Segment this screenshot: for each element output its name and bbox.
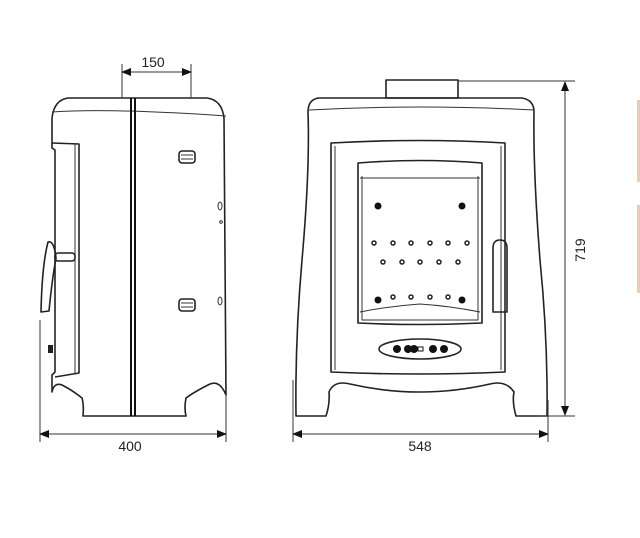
side-top-edge <box>51 110 227 117</box>
control-knobs[interactable] <box>393 345 448 353</box>
air-holes <box>374 202 466 304</box>
control-panel[interactable] <box>378 338 462 360</box>
side-view: 150 400 <box>39 54 227 454</box>
vent-grille-lower <box>178 298 196 312</box>
height-label: 719 <box>572 238 588 262</box>
depth-label: 400 <box>118 438 142 454</box>
flue-width-label: 150 <box>141 54 165 70</box>
width-label: 548 <box>408 438 432 454</box>
front-view: 548 719 <box>292 79 588 454</box>
side-port <box>217 201 223 211</box>
side-body-outline <box>51 97 227 417</box>
edge-accent <box>637 100 640 293</box>
vent-grille-upper <box>178 150 196 164</box>
door-handle-icon <box>40 241 57 313</box>
side-latch-icon <box>48 345 53 353</box>
flue-collar <box>385 79 459 99</box>
door-frame <box>330 139 506 375</box>
small-air-holes <box>371 240 470 300</box>
side-door-profile <box>51 142 80 378</box>
door-handle-front <box>492 239 508 313</box>
front-body-outline <box>295 97 548 417</box>
handle-stem <box>54 252 76 262</box>
glass-window <box>357 159 483 326</box>
